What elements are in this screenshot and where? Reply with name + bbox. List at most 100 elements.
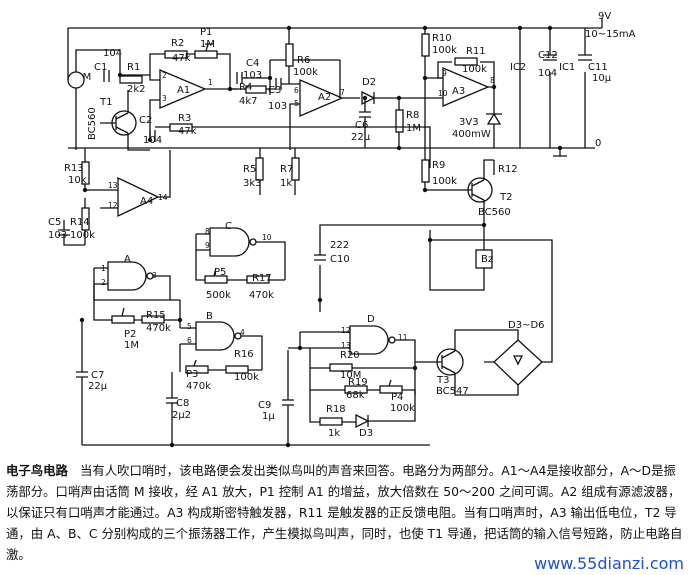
- pin-number: 6: [294, 86, 299, 95]
- label-d2: D2: [362, 77, 376, 88]
- label-p3v: 470k: [186, 381, 211, 392]
- label-c1: 104: [103, 48, 122, 59]
- label-r13v: 10k: [68, 175, 87, 186]
- pin-number: 2: [101, 278, 106, 287]
- label-r9: R9: [432, 160, 445, 171]
- label-d36: D3~D6: [508, 320, 545, 331]
- label-r20v: 10M: [340, 370, 361, 381]
- label-r8v: 1M: [406, 123, 421, 134]
- label-r16v: 100k: [234, 372, 259, 383]
- label-t3: T3: [436, 375, 449, 386]
- label-p4v: 100k: [390, 403, 415, 414]
- label-r10: R10: [432, 33, 452, 44]
- pin-number: 3: [162, 94, 167, 103]
- label-p3: P3: [186, 369, 198, 380]
- label-r4: R4: [239, 82, 252, 93]
- label-gd: D: [367, 314, 375, 325]
- label-r5: R5: [243, 164, 256, 175]
- pin-number: 5: [187, 322, 192, 331]
- label-r2v: 47k: [172, 53, 191, 64]
- label-r1: R1: [127, 62, 140, 73]
- label-c2: C2: [139, 115, 152, 126]
- label-r11v: 100k: [462, 64, 487, 75]
- label-p5: P5: [214, 267, 226, 278]
- label-c1n: C1: [94, 62, 107, 73]
- label-r11: R11: [466, 46, 486, 57]
- label-c10v: 222: [330, 240, 349, 251]
- label-a3: A3: [452, 86, 465, 97]
- label-m: M: [83, 72, 92, 83]
- caption-body: 当有人吹口哨时，该电路便会发出类似鸟叫的声音来回答。电路分为两部分。A1～A4是…: [6, 463, 683, 562]
- label-bz: Bz: [481, 254, 493, 265]
- label-r14v: 100k: [70, 230, 95, 241]
- pin-number: 14: [158, 193, 168, 202]
- label-t1v: BC560: [87, 107, 98, 140]
- label-zd: 3V3: [459, 117, 479, 128]
- label-p1: P1: [200, 27, 212, 38]
- label-r12: R12: [498, 164, 518, 175]
- pin-number: 12: [108, 201, 118, 210]
- pin-number: 12: [341, 326, 351, 335]
- label-r14: R14: [70, 217, 90, 228]
- label-r18v: 1k: [328, 428, 340, 439]
- label-c12v: 104: [538, 68, 557, 79]
- label-r1v: 2k2: [127, 84, 146, 95]
- label-a1: A1: [177, 85, 190, 96]
- label-ic1: IC1: [559, 62, 575, 73]
- label-c5v: 103: [48, 230, 67, 241]
- junction-dots: [79, 25, 563, 448]
- pin-number: 10: [262, 233, 272, 242]
- label-d3: D3: [359, 428, 373, 439]
- label-r9v: 100k: [432, 176, 457, 187]
- label-c9v: 1μ: [262, 411, 275, 422]
- label-c10: C10: [330, 254, 350, 265]
- label-r6v: 100k: [293, 67, 318, 78]
- label-r10v: 100k: [432, 45, 457, 56]
- label-r8: R8: [406, 110, 419, 121]
- label-r18: R18: [326, 404, 346, 415]
- label-r19v: 68k: [346, 390, 365, 401]
- label-v9: 9V: [598, 11, 611, 22]
- pin-number: 9: [205, 241, 210, 250]
- label-a2: A2: [318, 92, 331, 103]
- wiring: [58, 18, 603, 446]
- label-r15: R15: [146, 310, 166, 321]
- label-p4: P4: [391, 392, 403, 403]
- label-p5v: 500k: [206, 290, 231, 301]
- label-r2: R2: [171, 38, 184, 49]
- caption: 电子鸟电路当有人吹口哨时，该电路便会发出类似鸟叫的声音来回答。电路分为两部分。A…: [6, 460, 688, 565]
- pin-number: 1: [101, 264, 106, 273]
- label-p1v: 1M: [200, 39, 215, 50]
- label-r4v: 4k7: [239, 96, 258, 107]
- label-gnd: 0: [595, 138, 601, 149]
- label-icc: 10~15mA: [585, 29, 636, 40]
- label-a4: A4: [140, 196, 153, 207]
- label-c2v: 104: [143, 135, 162, 146]
- label-c7: C7: [91, 370, 104, 381]
- label-r13: R13: [64, 163, 84, 174]
- label-r17: R17: [252, 273, 272, 284]
- label-zdv: 400mW: [452, 129, 491, 140]
- label-r7: R7: [280, 164, 293, 175]
- pin-number: 11: [398, 333, 408, 342]
- pin-number: 2: [162, 71, 167, 80]
- label-ga: A: [124, 254, 131, 265]
- pin-number: 1: [208, 78, 213, 87]
- label-r5v: 3k3: [243, 178, 262, 189]
- label-r19: R19: [348, 377, 368, 388]
- label-c7v: 22μ: [88, 381, 108, 392]
- watermark-url: www.55dianzi.com: [532, 554, 686, 573]
- label-r3: R3: [178, 113, 191, 124]
- label-p2v: 1M: [124, 340, 139, 351]
- label-c6: C6: [355, 120, 368, 131]
- label-r20: R20: [340, 350, 360, 361]
- label-r3v: 47k: [178, 126, 197, 137]
- label-c3v: 103: [268, 101, 287, 112]
- label-c11v: 10μ: [592, 73, 612, 84]
- pin-number: 4: [240, 328, 245, 337]
- pin-number: 3: [152, 271, 157, 280]
- label-r6: R6: [297, 55, 310, 66]
